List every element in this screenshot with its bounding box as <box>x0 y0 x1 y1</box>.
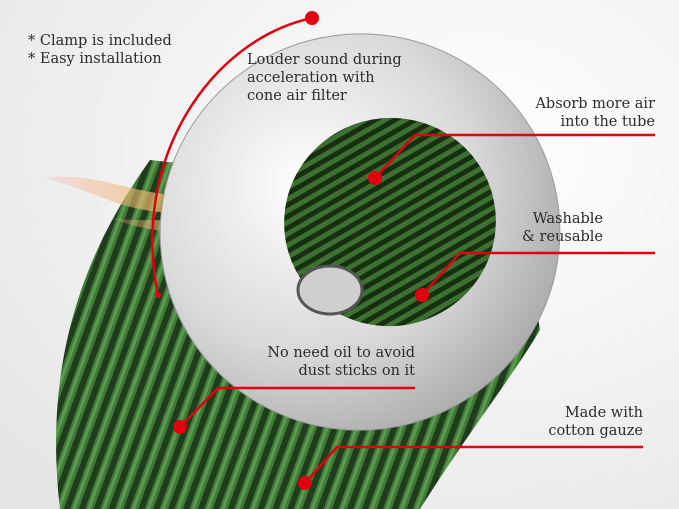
callout-line: acceleration with <box>247 70 375 86</box>
callout-line: dust sticks on it <box>298 363 415 379</box>
callout-oil: No need oil to avoid dust sticks on it <box>267 344 415 380</box>
callout-line: Absorb more air <box>535 96 655 112</box>
callout-lines <box>151 16 655 484</box>
callout-washable: Washable & reusable <box>522 210 603 246</box>
callout-line: cotton gauze <box>548 423 643 439</box>
callout-absorb: Absorb more air into the tube <box>535 95 655 131</box>
callout-line: & reusable <box>522 229 603 245</box>
callout-line: Washable <box>532 211 603 227</box>
callout-dots <box>155 11 429 490</box>
callout-sound: Louder sound during acceleration with co… <box>247 51 402 105</box>
feature-installation: * Easy installation <box>28 51 162 67</box>
callout-line: Made with <box>564 405 643 421</box>
callout-gauze: Made with cotton gauze <box>548 404 643 440</box>
callout-line: Louder sound during <box>247 52 402 68</box>
feature-clamp: * Clamp is included <box>28 33 172 49</box>
callout-line: into the tube <box>560 114 655 130</box>
callout-line: No need oil to avoid <box>267 345 415 361</box>
callout-line: cone air filter <box>247 88 347 104</box>
